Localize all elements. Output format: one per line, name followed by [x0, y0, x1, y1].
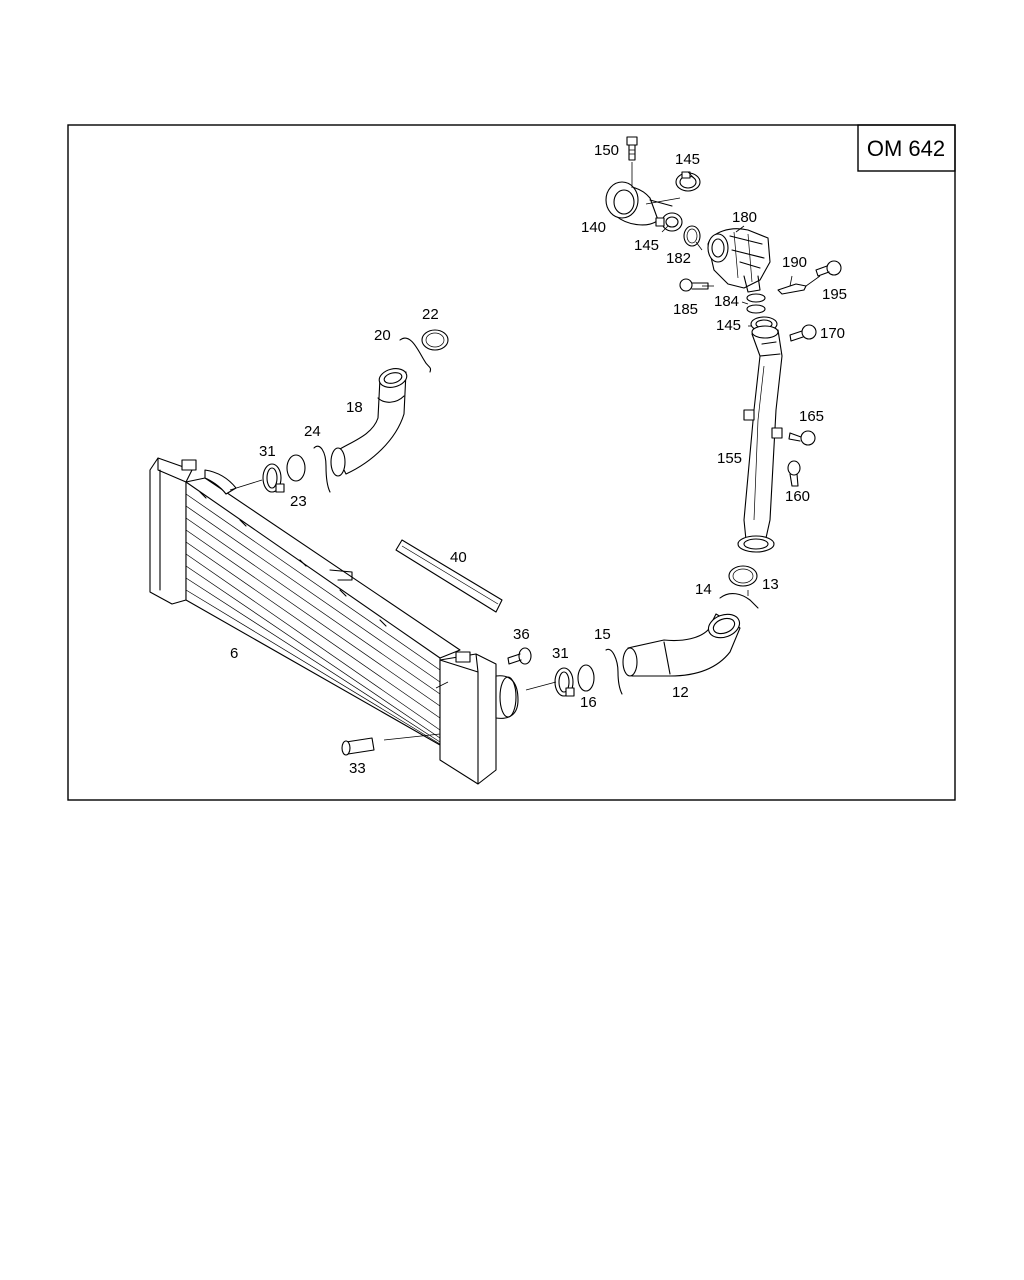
- clamp-part-145-top: [675, 171, 701, 192]
- hose-part-140: [605, 181, 673, 226]
- callout-15: 15: [594, 626, 611, 643]
- callout-145-top: 145: [675, 151, 700, 168]
- charge-pipe-part-18: [330, 368, 408, 477]
- charge-pipe-part-155: [737, 325, 783, 553]
- air-guide-part-40: [395, 539, 503, 613]
- callout-16: 16: [580, 694, 597, 711]
- callout-185: 185: [673, 301, 698, 318]
- callout-24: 24: [304, 423, 321, 440]
- seal-ring-part-184: [746, 293, 766, 303]
- throttle-housing-part-180: [707, 228, 771, 293]
- leader-lines: [229, 162, 821, 741]
- bolt-part-185: [679, 278, 709, 292]
- callout-140: 140: [581, 219, 606, 236]
- callout-184: 184: [714, 293, 739, 310]
- callout-22: 22: [422, 306, 439, 323]
- diagram-frame: [67, 124, 956, 801]
- seal-ring-part-16: [577, 664, 595, 692]
- hose-clamp-part-31-lower: [554, 667, 575, 697]
- seal-ring-part-22: [421, 329, 449, 351]
- seal-ring-part-23: [286, 454, 306, 482]
- charge-pipe-part-12: [622, 613, 741, 677]
- bolt-part-170: [789, 324, 817, 342]
- callout-13: 13: [762, 576, 779, 593]
- callout-18: 18: [346, 399, 363, 416]
- callout-36: 36: [513, 626, 530, 643]
- callout-33: 33: [349, 760, 366, 777]
- retaining-clip-part-24: [313, 445, 331, 493]
- retaining-clip-part-20: [399, 337, 432, 373]
- bolt-part-150: [626, 136, 638, 161]
- seal-ring-part-182: [683, 225, 701, 247]
- callout-6: 6: [230, 645, 238, 662]
- callout-12: 12: [672, 684, 689, 701]
- callout-150: 150: [594, 142, 619, 159]
- callout-180: 180: [732, 209, 757, 226]
- callout-155: 155: [717, 450, 742, 467]
- pin-part-33: [341, 737, 375, 756]
- callout-20: 20: [374, 327, 391, 344]
- engine-code-badge: OM 642: [857, 124, 956, 172]
- callout-14: 14: [695, 581, 712, 598]
- callout-165: 165: [799, 408, 824, 425]
- callout-195: 195: [822, 286, 847, 303]
- callout-160: 160: [785, 488, 810, 505]
- callout-170: 170: [820, 325, 845, 342]
- clamp-part-145-middle: [655, 212, 683, 232]
- callout-23: 23: [290, 493, 307, 510]
- callout-labels: 150 145 140 145 182 180 190 195 185 184 …: [230, 142, 847, 777]
- retaining-clip-part-14: [719, 592, 759, 609]
- hose-clamp-part-31-upper: [262, 463, 285, 493]
- callout-190: 190: [782, 254, 807, 271]
- retaining-clip-part-15: [605, 648, 623, 695]
- bracket-part-190: [777, 283, 807, 295]
- callout-145-lower: 145: [716, 317, 741, 334]
- seal-ring-part-13: [728, 565, 758, 587]
- intercooler-part-6: [149, 457, 519, 785]
- bolt-part-36: [507, 647, 532, 665]
- callout-31-lower: 31: [552, 645, 569, 662]
- callout-31-upper: 31: [259, 443, 276, 460]
- callout-182: 182: [666, 250, 691, 267]
- bolt-part-195: [815, 260, 842, 277]
- bolt-part-160: [787, 460, 801, 487]
- callout-40: 40: [450, 549, 467, 566]
- callout-145-middle: 145: [634, 237, 659, 254]
- bolt-part-165: [788, 430, 816, 446]
- engine-code-label: OM 642: [867, 136, 945, 161]
